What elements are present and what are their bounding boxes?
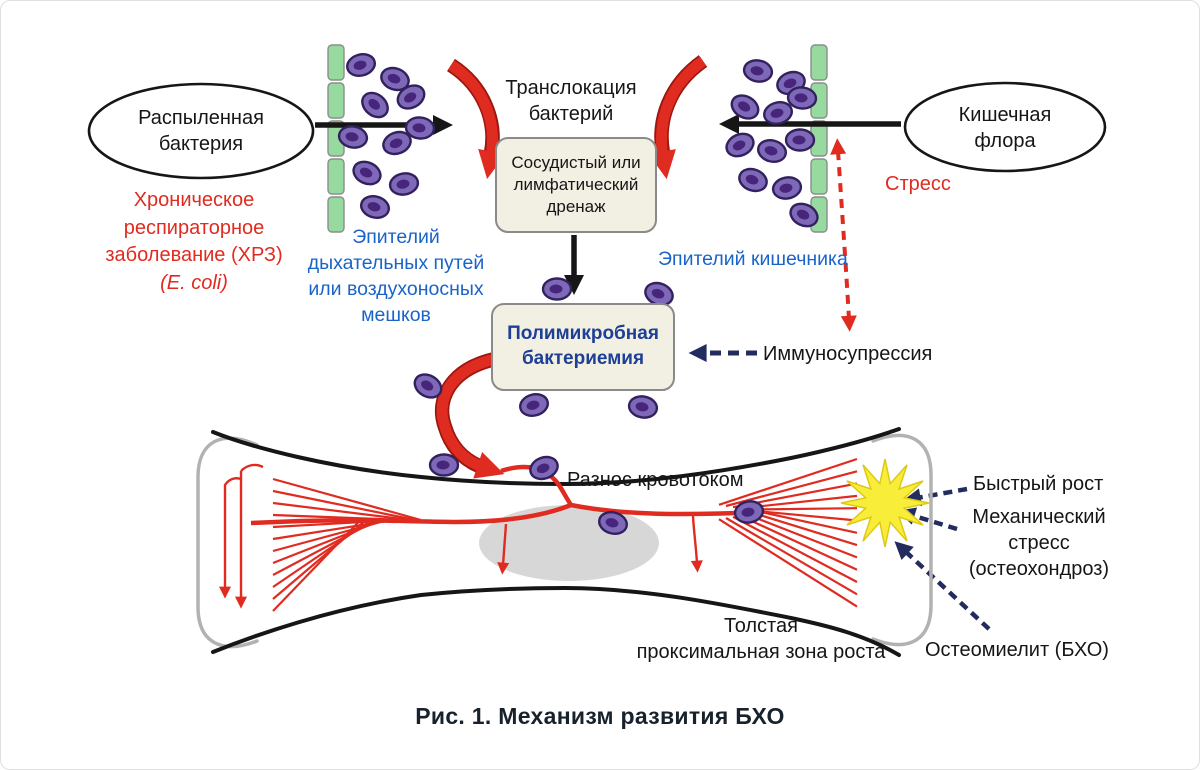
bacteria-cell-icon xyxy=(352,160,382,186)
translocation-arrows xyxy=(446,55,708,180)
growth-zone-label: Толстая проксимальная зона роста xyxy=(636,615,886,663)
intestinal-flora-label: Кишечная флора xyxy=(958,104,1052,152)
vessel-branch xyxy=(732,515,858,583)
bacteria-cell-icon xyxy=(730,94,760,120)
figure-caption: Рис. 1. Механизм развития БХО xyxy=(415,703,785,729)
bacteria-cell-icon xyxy=(789,202,819,228)
bacteria-cell-icon xyxy=(627,395,659,419)
vessel-branch xyxy=(753,512,858,547)
bacteremia-box: Полимикробная бактериемия xyxy=(491,303,675,391)
airway-epithelium-label: Эпителий дыхательных путей или воздухоно… xyxy=(307,226,485,327)
vessel-branch xyxy=(272,477,422,522)
drainage-box: Сосудистый или лимфатический дренаж xyxy=(495,137,657,233)
vessel-branch xyxy=(272,501,411,522)
bacteria-cell-icon xyxy=(404,116,436,140)
left-trunk-vessel xyxy=(250,502,572,526)
bacteria-cell-icon xyxy=(428,453,460,477)
gut-epithelium-label: Эпителий кишечника xyxy=(658,248,848,270)
bacteria-cells xyxy=(337,53,819,535)
bone-left-cap xyxy=(196,436,259,649)
translocation-label: Транслокация бактерий xyxy=(505,77,637,125)
osteomyelitis-arrow xyxy=(894,541,991,631)
vessel-branch xyxy=(272,519,367,600)
vessel-branch xyxy=(725,470,858,508)
bacteria-cell-icon xyxy=(519,393,549,417)
vessel-branch xyxy=(746,507,858,511)
bacteria-cell-icon xyxy=(763,101,793,125)
bacteria-cell-icon xyxy=(360,195,390,219)
fast-growth-label: Быстрый рост xyxy=(973,473,1104,495)
bacteria-cell-icon xyxy=(725,132,755,158)
vessel-branch xyxy=(718,518,858,608)
bacteremia-to-bone-arrow xyxy=(434,351,505,479)
bacteria-cell-icon xyxy=(337,125,369,149)
chronic-disease-label: Хроническое респираторное заболевание (Х… xyxy=(105,189,283,267)
bacteria-cell-icon xyxy=(346,53,376,77)
bacteria-cell-icon xyxy=(413,373,443,399)
vessel-branch xyxy=(746,513,858,559)
bacteria-cell-icon xyxy=(388,172,420,196)
bacteria-cell-icon xyxy=(786,86,818,110)
bloodstream-spread-label: Разнос кровотоком xyxy=(567,469,744,491)
lesion-star xyxy=(840,458,930,548)
left-down-vessel xyxy=(497,523,510,575)
left-end-hook xyxy=(240,463,264,472)
bacteria-cell-icon xyxy=(742,59,774,83)
fast-growth-arrow xyxy=(902,486,968,507)
bacteria-cell-icon xyxy=(361,91,389,119)
stress-arrow xyxy=(830,138,857,332)
sprayed-bacteria-ellipse xyxy=(87,82,315,180)
bacteria-cell-icon xyxy=(382,130,412,156)
bacteria-cell-icon xyxy=(380,66,410,92)
entry-vessel xyxy=(500,464,573,507)
bacteria-cell-icon xyxy=(757,139,787,163)
bone-right-cap xyxy=(871,433,933,647)
bacteria-cell-icon xyxy=(529,455,559,481)
bone-outline-bottom xyxy=(211,585,901,657)
bacteria-cell-icon xyxy=(771,176,803,200)
growth-plate-shadow xyxy=(479,505,659,581)
sprayed-bacteria-label: Распыленная бактерия xyxy=(138,107,264,155)
right-down-vessel xyxy=(690,515,703,573)
bacteria-cell-icon xyxy=(784,128,816,152)
vessel-branch xyxy=(272,519,362,612)
mechanical-stress-label: Механический стресс (остеохондроз) xyxy=(968,506,1110,580)
bacteria-cell-icon xyxy=(598,511,628,535)
bacteria-cell-icon xyxy=(541,277,573,301)
vessel-branch xyxy=(753,509,858,522)
bacteremia-label: Полимикробная бактериемия xyxy=(507,323,659,369)
bone-outline-top xyxy=(211,427,901,487)
vessel-branch xyxy=(272,489,416,522)
vessel-branch xyxy=(718,457,858,506)
chronic-disease-agent-label: (E. coli) xyxy=(160,272,228,294)
intestinal-flora-ellipse xyxy=(903,81,1107,173)
vessel-branch xyxy=(725,517,858,596)
bacteria-cell-icon xyxy=(396,84,426,110)
bacteria-cell-icon xyxy=(738,167,768,193)
vessel-branch xyxy=(272,519,373,588)
mechanical-stress-arrow xyxy=(897,507,958,532)
left-end-vessel-2 xyxy=(219,477,242,599)
osteomyelitis-label: Остеомиелит (БХО) xyxy=(925,639,1109,661)
airway-epithelium-bar xyxy=(327,44,345,233)
immunosuppression-label: Иммуносупрессия xyxy=(763,343,933,365)
drainage-label: Сосудистый или лимфатический дренаж xyxy=(511,152,641,217)
stress-label: Стресс xyxy=(885,173,951,195)
bacteria-cell-icon xyxy=(733,500,765,524)
bacteria-cell-icon xyxy=(644,281,674,307)
vessel-branch xyxy=(760,510,858,534)
vessel-branch xyxy=(739,514,858,571)
